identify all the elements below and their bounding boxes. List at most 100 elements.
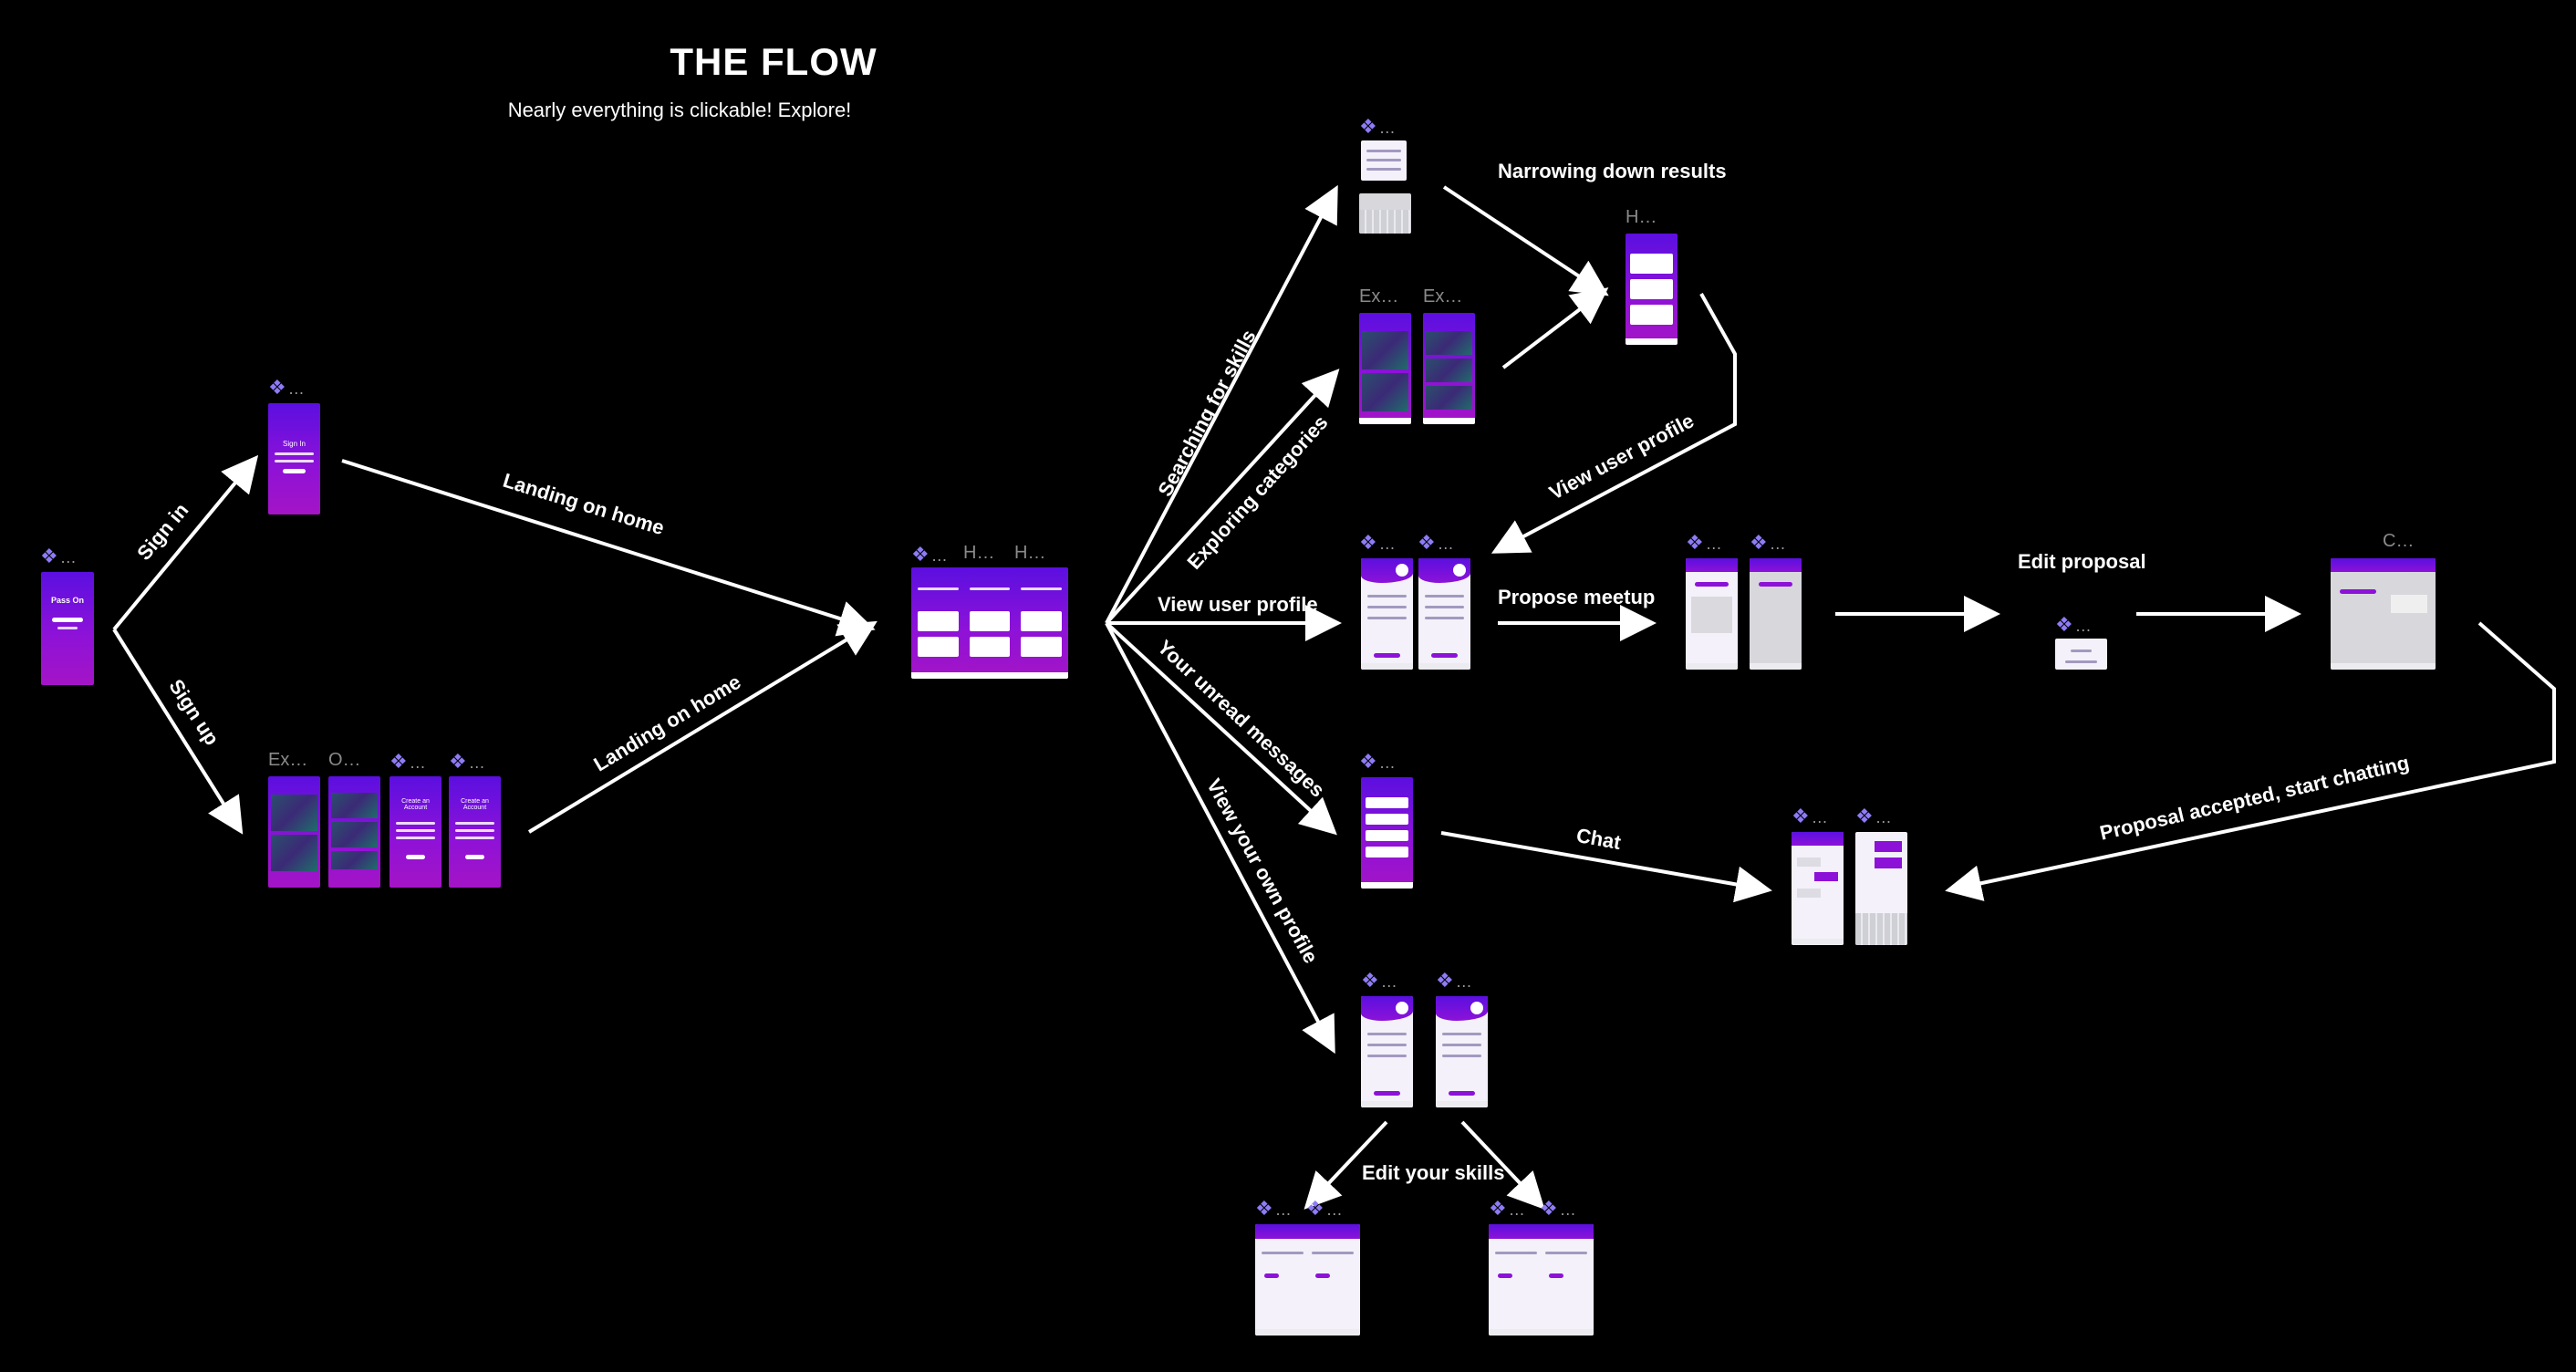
edit-skills-4-frame-label: ❖… <box>1540 1197 1576 1221</box>
component-icon: ❖ <box>1792 805 1810 827</box>
search-frame-label: ❖… <box>1359 115 1396 139</box>
onboarding-screen[interactable] <box>328 776 380 888</box>
frame-label-dots: … <box>1378 119 1396 137</box>
create-account-2-frame-label: ❖… <box>449 750 485 774</box>
profile-2-frame-label: ❖… <box>1418 531 1454 555</box>
conversation-item <box>1365 830 1409 841</box>
frame-label-dots: … <box>1378 535 1396 553</box>
message-bubble <box>1875 858 1902 868</box>
page-title: THE FLOW <box>670 40 878 83</box>
home-screens[interactable] <box>911 567 1068 679</box>
home-3-frame-label: H… <box>1014 543 1046 563</box>
edit-skills-1-frame-label: ❖… <box>1255 1197 1292 1221</box>
conversation-item <box>1365 814 1409 825</box>
arrow-accepted <box>1945 621 2556 901</box>
avatar <box>1396 564 1408 577</box>
proposal-card <box>2340 589 2376 594</box>
user-profile-screen[interactable] <box>1361 558 1413 670</box>
search-field <box>1021 587 1063 590</box>
message-bubble <box>1814 872 1838 881</box>
own-profile-2-frame-label: ❖… <box>1436 969 1472 993</box>
component-icon: ❖ <box>2055 613 2073 636</box>
frame-label-dots: … <box>59 548 77 566</box>
explore-frame-label: Ex… <box>268 750 308 770</box>
profile-text <box>1441 1033 1482 1035</box>
arrow-unread <box>1105 621 1337 836</box>
result-card <box>1629 279 1674 299</box>
edit-proposal-dialog[interactable] <box>2055 639 2107 670</box>
chat-proposal-screen[interactable] <box>2331 558 2436 670</box>
bottom-nav <box>1361 663 1413 670</box>
arrow-narrowing <box>1442 185 1609 296</box>
password-field <box>274 460 315 463</box>
frame-label-dots: … <box>1559 1200 1576 1219</box>
frame-label-dots: … <box>930 546 948 565</box>
splash-button <box>52 618 83 622</box>
explore-a-frame-label: Ex… <box>1359 286 1399 307</box>
edit-skills-screens-right[interactable] <box>1489 1224 1594 1336</box>
explore-categories-screen[interactable] <box>1359 313 1411 424</box>
frame-label-dots: … <box>1508 1200 1525 1219</box>
arrow-sign-up <box>112 628 244 835</box>
own-profile-frame-label: ❖… <box>1361 969 1397 993</box>
proposal-screen[interactable] <box>1686 558 1738 670</box>
create-account-2-screen[interactable]: Create an Account <box>449 776 501 888</box>
bottom-nav <box>1361 1101 1413 1107</box>
arrow-exploring <box>1105 369 1340 625</box>
bottom-nav <box>1418 663 1470 670</box>
category-image <box>1426 386 1472 410</box>
component-icon: ❖ <box>1359 115 1377 138</box>
proposal-frame-label: ❖… <box>1686 531 1722 555</box>
search-filter-screen[interactable] <box>1361 140 1407 181</box>
propose-button <box>1374 653 1400 658</box>
frame-label-dots: … <box>1325 1200 1343 1219</box>
arrow-edit-skills-left <box>1304 1120 1388 1210</box>
user-profile-2-screen[interactable] <box>1418 558 1470 670</box>
message-bubble <box>1797 889 1821 898</box>
search-results-screen[interactable] <box>1626 234 1678 345</box>
category-image <box>331 822 378 847</box>
category-image <box>331 793 378 818</box>
date-picker <box>1695 582 1729 587</box>
signup-explore-screen[interactable] <box>268 776 320 888</box>
home-2-frame-label: H… <box>963 543 995 563</box>
messages-list-screen[interactable] <box>1361 777 1413 889</box>
component-icon: ❖ <box>1436 969 1454 992</box>
sign-in-screen[interactable]: Sign In <box>268 403 320 514</box>
chat-screen[interactable] <box>1792 832 1844 945</box>
own-profile-screen[interactable] <box>1361 996 1413 1107</box>
bottom-nav <box>1361 882 1413 889</box>
own-profile-2-screen[interactable] <box>1436 996 1488 1107</box>
skill-card <box>1021 637 1063 657</box>
form-field <box>454 822 495 825</box>
create-account-screen[interactable]: Create an Account <box>390 776 441 888</box>
sign-in-title: Sign In <box>283 440 306 448</box>
create-account-frame-label: ❖… <box>390 750 426 774</box>
sign-in-frame-label: ❖… <box>268 376 305 400</box>
explore-subcategories-screen[interactable] <box>1423 313 1475 424</box>
profile-text <box>1366 1044 1407 1046</box>
edge-label-edit-skills: Edit your skills <box>1362 1161 1505 1184</box>
create-account-title: Create an Account <box>461 798 489 811</box>
splash-screen[interactable]: Pass On <box>41 572 94 685</box>
component-icon: ❖ <box>1489 1197 1507 1220</box>
edge-label-narrowing: Narrowing down results <box>1498 160 1727 182</box>
search-keyboard-screen[interactable] <box>1359 193 1411 234</box>
chat-keyboard-screen[interactable] <box>1855 832 1907 945</box>
skill-field <box>1261 1252 1304 1254</box>
component-icon: ❖ <box>1361 969 1379 992</box>
conversation-item <box>1365 847 1409 858</box>
category-image <box>1362 331 1408 369</box>
edit-skills-screens-left[interactable] <box>1255 1224 1360 1336</box>
component-icon: ❖ <box>268 376 286 399</box>
message-bubble <box>2391 595 2427 613</box>
bottom-nav <box>1436 1101 1488 1107</box>
proposal-2-screen[interactable] <box>1750 558 1802 670</box>
profile-frame-label: ❖… <box>1359 531 1396 555</box>
conversation-item <box>1365 797 1409 808</box>
profile-text <box>1424 606 1465 608</box>
arrow-sign-in <box>112 454 259 631</box>
component-icon: ❖ <box>1540 1197 1558 1220</box>
arrow-edit-skills-right <box>1460 1120 1545 1210</box>
edit-skills-header <box>1255 1224 1360 1239</box>
